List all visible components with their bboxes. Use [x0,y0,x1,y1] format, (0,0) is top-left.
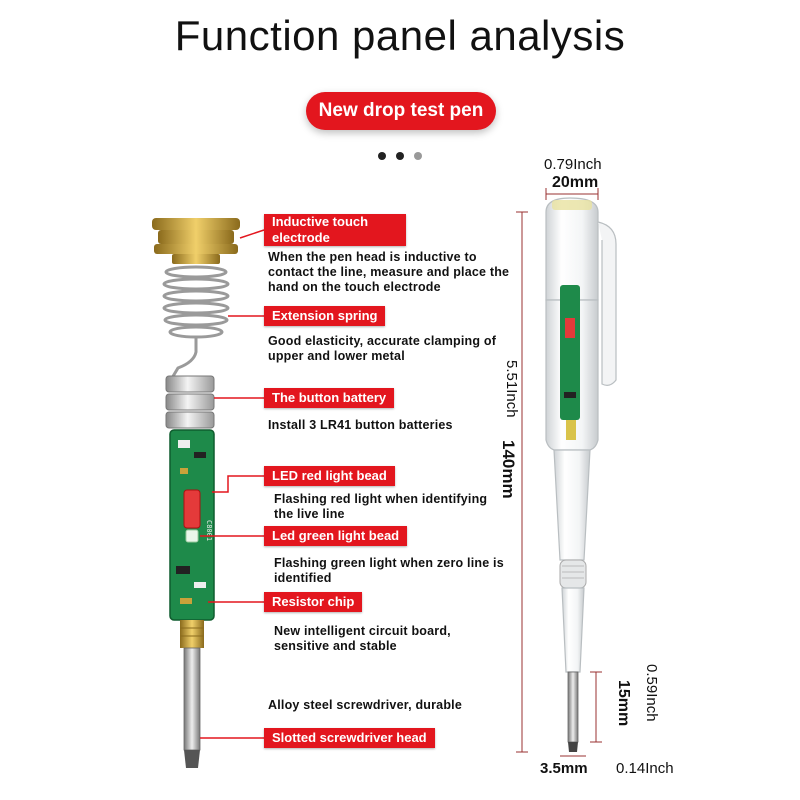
dim-tip-width-inch: 0.14Inch [616,760,674,777]
desc-led-green: Flashing green light when zero line is i… [274,556,504,585]
dim-length-inch: 5.51Inch [503,360,520,418]
desc-led-red: Flashing red light when identifying the … [274,492,488,521]
svg-text:C8001: C8001 [205,520,213,541]
extension-spring-part [162,265,230,379]
label-resistor-chip: Resistor chip [264,592,363,612]
circuit-board-part: C8001 [169,429,215,621]
dim-tip-width-mm: 3.5mm [540,760,588,777]
screwdriver-part [180,620,204,768]
desc-resistor-chip: New intelligent circuit board, sensitive… [274,624,451,653]
dim-tip-length-inch: 0.59Inch [643,664,660,722]
assembled-pen [545,197,617,752]
label-extension-spring: Extension spring [264,306,386,326]
label-button-battery: The button battery [264,388,395,408]
carousel-dot[interactable] [396,152,404,160]
leader-lines [200,229,265,739]
dim-tip-length-mm: 15mm [615,680,632,727]
touch-electrode-part [152,218,240,264]
label-led-green: Led green light bead [264,526,408,546]
desc-extension-spring: Good elasticity, accurate clamping of up… [268,334,497,363]
product-badge: New drop test pen [306,92,496,130]
dim-length-mm: 140mm [499,440,518,499]
desc-inductive-touch-electrode: When the pen head is inductive to contac… [268,250,510,294]
dim-width-mm: 20mm [552,174,599,191]
label-inductive-touch-electrode: Inductive touch electrode [264,214,406,246]
carousel-dot[interactable] [414,152,422,160]
page-title: Function panel analysis [174,12,626,59]
carousel-dot[interactable] [378,152,386,160]
label-screwdriver-head: Slotted screwdriver head [264,728,435,748]
dimension-lines [516,188,602,757]
desc-screwdriver-head: Alloy steel screwdriver, durable [268,698,462,712]
button-battery-part [165,375,215,429]
desc-button-battery: Install 3 LR41 button batteries [268,418,453,432]
dim-width-inch: 0.79Inch [544,156,602,173]
label-led-red: LED red light bead [264,466,395,486]
